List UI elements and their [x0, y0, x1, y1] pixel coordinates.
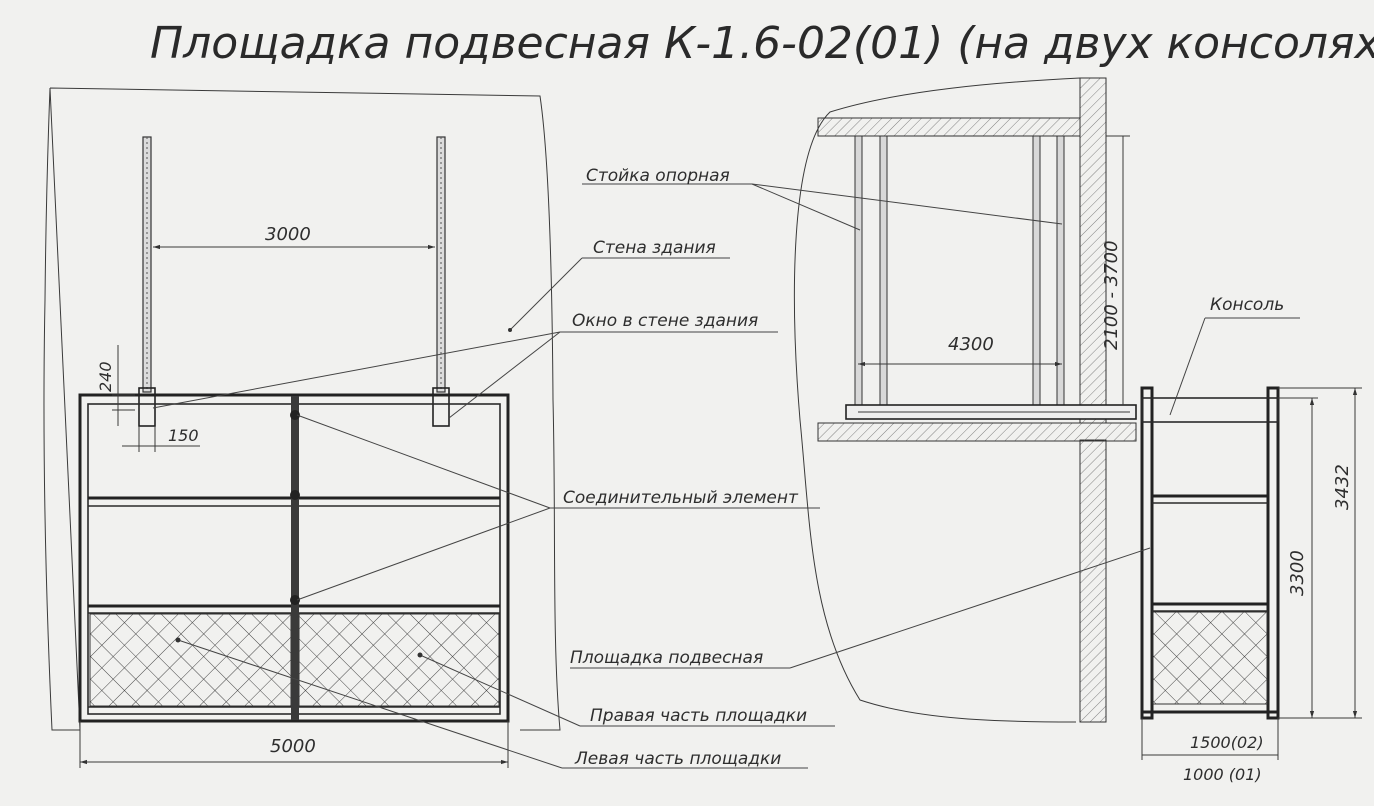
dim-1500: 1500(02) — [1190, 733, 1264, 752]
side-view: 4300 2100 - 3700 3432 3300 1500(02) — [793, 77, 1362, 784]
support-post-left — [138, 136, 156, 427]
dim-1000: 1000 (01) — [1183, 765, 1262, 784]
platform-frame-front — [78, 393, 510, 723]
label-connecting-element: Соединительный элемент — [563, 488, 799, 508]
label-console: Консоль — [1210, 295, 1284, 315]
dim-150: 150 — [168, 426, 199, 445]
label-window-in-wall: Окно в стене здания — [572, 311, 758, 331]
drawing-title: Площадка подвесная К-1.6-02(01) (на двух… — [150, 18, 1374, 69]
dim-3432: 3432 — [1332, 464, 1353, 510]
label-left-part: Левая часть площадки — [574, 749, 781, 769]
front-view: 3000 240 150 — [43, 87, 561, 768]
dim-240: 240 — [96, 361, 115, 392]
dim-room-length: 4300 — [948, 334, 994, 355]
label-support-post: Стойка опорная — [586, 166, 730, 186]
leaders-left — [152, 257, 835, 769]
label-building-wall: Стена здания — [593, 238, 716, 258]
dim-post-spacing: 3000 — [265, 224, 311, 245]
leaders-right — [570, 183, 1300, 669]
dim-platform-length: 5000 — [270, 736, 316, 757]
support-post-right — [432, 136, 450, 427]
room-outline — [793, 77, 1081, 723]
label-right-part: Правая часть площадки — [590, 706, 807, 726]
support-posts-side — [854, 135, 1065, 408]
dim-floor-height: 2100 - 3700 — [1101, 240, 1122, 350]
dim-3300: 3300 — [1287, 550, 1308, 596]
platform-side — [1140, 386, 1280, 720]
label-hanging-platform: Площадка подвесная — [570, 648, 763, 668]
wall-outline — [43, 87, 561, 731]
